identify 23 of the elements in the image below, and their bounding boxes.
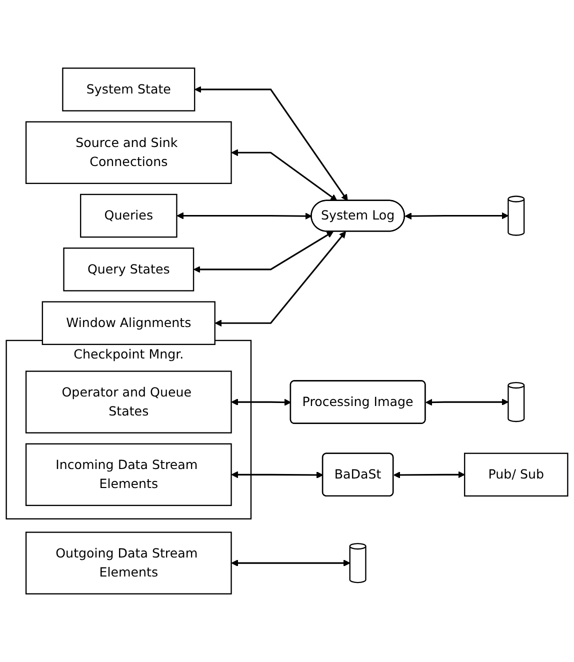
arrow — [176, 212, 312, 220]
node-cylinder — [508, 382, 525, 422]
arrow — [194, 231, 334, 273]
node-box: Source and Sink Connections — [25, 121, 232, 184]
arrow — [214, 231, 346, 327]
node-box: Window Alignments — [42, 301, 216, 346]
node-box: Operator and Queue States — [25, 370, 232, 434]
node-box: Incoming Data Stream Elements — [25, 443, 232, 506]
arrow — [231, 149, 338, 202]
arrow — [393, 471, 465, 478]
node-box: Query States — [63, 248, 194, 292]
node-box: System State — [62, 68, 196, 112]
node-box: Pub/ Sub — [464, 452, 568, 497]
arrow — [426, 398, 509, 406]
arrow — [404, 212, 509, 220]
arrow — [231, 471, 324, 478]
arrow — [231, 560, 350, 567]
node-cylinder — [349, 542, 366, 584]
arrow — [194, 86, 348, 202]
node-box: Queries — [80, 194, 178, 238]
arrow — [231, 398, 292, 406]
node-cylinder — [508, 196, 525, 236]
node-box: Outgoing Data Stream Elements — [25, 532, 232, 594]
